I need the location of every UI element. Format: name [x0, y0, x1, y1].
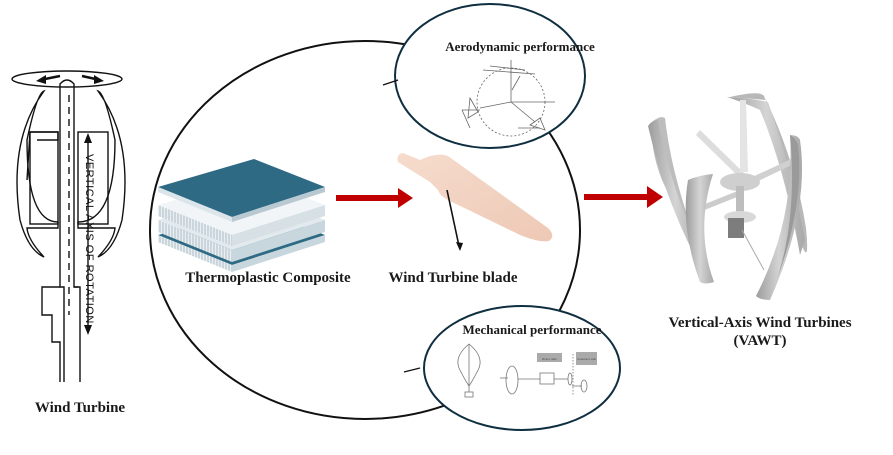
vawt-caption-line1: Vertical-Axis Wind Turbines	[668, 315, 851, 331]
wind-turbine-blade-image	[397, 153, 553, 242]
right-blade	[77, 89, 126, 258]
mechanical-bubble	[423, 305, 621, 431]
aerodynamic-force-diagram	[461, 60, 555, 137]
vawt-image	[648, 93, 808, 300]
composite-caption: Thermoplastic Composite	[185, 270, 351, 286]
tower-base	[41, 286, 61, 382]
aero-connector-line	[382, 79, 399, 86]
mechanical-title: Mechanical performance	[463, 322, 602, 337]
axis-label: VERTICAL AXIS OF ROTATION	[83, 154, 95, 324]
left-blade	[16, 89, 59, 258]
rotor-side-box	[537, 353, 562, 362]
central-shaft	[59, 79, 81, 382]
thermoplastic-composite-image	[158, 159, 325, 272]
left-turbine-caption: Wind Turbine	[35, 400, 126, 416]
generator-side-box	[576, 352, 597, 365]
generator-side-label: Generator side	[577, 357, 596, 361]
mechanical-drivetrain-diagram	[457, 343, 588, 398]
central-circle	[149, 40, 581, 420]
rotation-arrows-icon	[36, 74, 104, 84]
arrow-to-vawt	[584, 186, 663, 208]
left-turbine-schematic	[11, 70, 126, 382]
blade-pointer-line	[446, 189, 460, 247]
rotor-side-label: Rotor side	[542, 357, 557, 361]
rotation-ellipse	[11, 70, 123, 88]
vawt-caption-line2: (VAWT)	[733, 333, 786, 349]
aerodynamic-title: Aerodynamic performance	[445, 39, 595, 54]
arrow-composite-to-blade	[336, 188, 413, 208]
blade-caption: Wind Turbine blade	[389, 270, 518, 286]
mech-connector-line	[403, 367, 421, 373]
aerodynamic-bubble	[394, 3, 586, 149]
